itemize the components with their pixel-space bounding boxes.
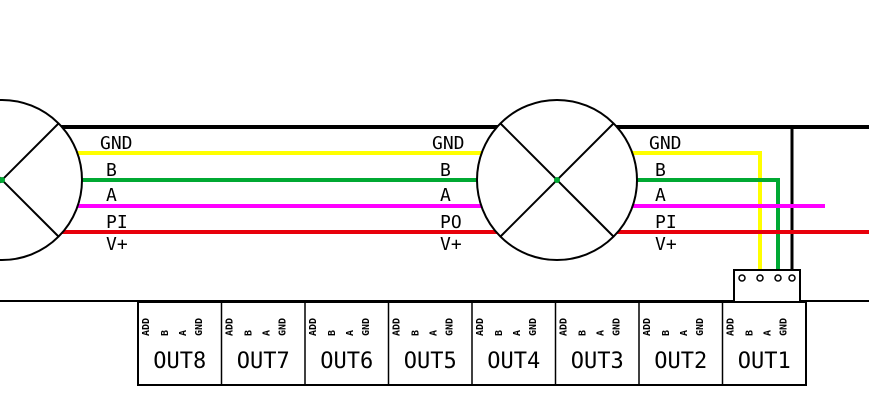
pin-label-a: A <box>512 330 523 336</box>
pin-label-b: B <box>745 330 756 336</box>
terminal-out6: ADD B A GND OUT6 <box>304 302 373 385</box>
pin-label-b: B <box>160 330 171 336</box>
label-gnd: GND <box>432 133 465 154</box>
pin-label-gnd: GND <box>779 318 790 336</box>
pin-label-b: B <box>578 330 589 336</box>
terminal-out5: ADD B A GND OUT5 <box>387 302 457 385</box>
pin-label-add: ADD <box>475 318 486 336</box>
pin-label-add: ADD <box>392 318 403 336</box>
pin-label-gnd: GND <box>278 318 289 336</box>
label-pi: PI <box>655 212 677 233</box>
terminal-block: ADD B A GND OUT8 ADD B A GND OUT7 ADD B A GND OUT6 ADD B… <box>137 301 807 386</box>
pin-label-a: A <box>763 330 774 336</box>
terminal-label: OUT8 <box>153 349 206 374</box>
label-a: A <box>106 185 117 206</box>
terminal-label: OUT4 <box>487 349 540 374</box>
pin-label-add: ADD <box>642 318 653 336</box>
wire-b-right <box>632 151 762 278</box>
pin-label-gnd: GND <box>695 318 706 336</box>
label-b: B <box>440 160 451 181</box>
pin-label-gnd: GND <box>528 318 539 336</box>
label-v: V+ <box>106 234 128 255</box>
pin-label-add: ADD <box>308 318 319 336</box>
pin-label-add: ADD <box>225 318 236 336</box>
wire-labels-left: GND B A PI V+ <box>100 133 133 255</box>
pin-label-a: A <box>429 330 440 336</box>
label-gnd: GND <box>100 133 133 154</box>
pin-label-a: A <box>345 330 356 336</box>
pin-label-gnd: GND <box>194 318 205 336</box>
label-b: B <box>655 160 666 181</box>
wire-labels-right: GND B A PI V+ <box>649 133 682 255</box>
label-v: V+ <box>440 234 462 255</box>
label-gnd: GND <box>649 133 682 154</box>
pin-label-a: A <box>596 330 607 336</box>
terminal-label: OUT5 <box>404 349 457 374</box>
label-pi: PI <box>106 212 128 233</box>
wire-labels-mid: GND B A PO V+ <box>432 133 465 255</box>
out1-connector-header <box>733 269 801 303</box>
pin-label-gnd: GND <box>445 318 456 336</box>
pin-label-gnd: GND <box>612 318 623 336</box>
pin-label-a: A <box>178 330 189 336</box>
pin-label-b: B <box>661 330 672 336</box>
pin-label-b: B <box>327 330 338 336</box>
pin-label-add: ADD <box>726 318 737 336</box>
terminal-label: OUT7 <box>237 349 290 374</box>
pin-label-a: A <box>262 330 273 336</box>
pin-label-b: B <box>411 330 422 336</box>
terminal-out1: ADD B A GND OUT1 <box>721 302 791 385</box>
pin-label-a: A <box>679 330 690 336</box>
terminal-label: OUT1 <box>738 349 791 374</box>
terminal-out4: ADD B A GND OUT4 <box>471 302 540 385</box>
terminal-label: OUT6 <box>320 349 373 374</box>
label-v: V+ <box>655 234 677 255</box>
terminal-label: OUT2 <box>654 349 707 374</box>
label-po: PO <box>440 212 462 233</box>
pin-label-b: B <box>494 330 505 336</box>
label-a: A <box>655 185 666 206</box>
pin-label-add: ADD <box>141 318 152 336</box>
pin-label-b: B <box>244 330 255 336</box>
wire-a-right <box>632 178 780 278</box>
terminal-out7: ADD B A GND OUT7 <box>220 302 290 385</box>
terminal-label: OUT3 <box>571 349 624 374</box>
label-a: A <box>440 185 451 206</box>
terminal-out8: ADD B A GND OUT8 <box>141 318 206 374</box>
terminal-out3: ADD B A GND OUT3 <box>554 302 624 385</box>
terminal-out2: ADD B A GND OUT2 <box>638 302 707 385</box>
label-b: B <box>106 160 117 181</box>
device-left-circle <box>0 99 83 261</box>
pin-label-gnd: GND <box>361 318 372 336</box>
device-mid-circle <box>476 99 638 261</box>
pin-label-add: ADD <box>559 318 570 336</box>
